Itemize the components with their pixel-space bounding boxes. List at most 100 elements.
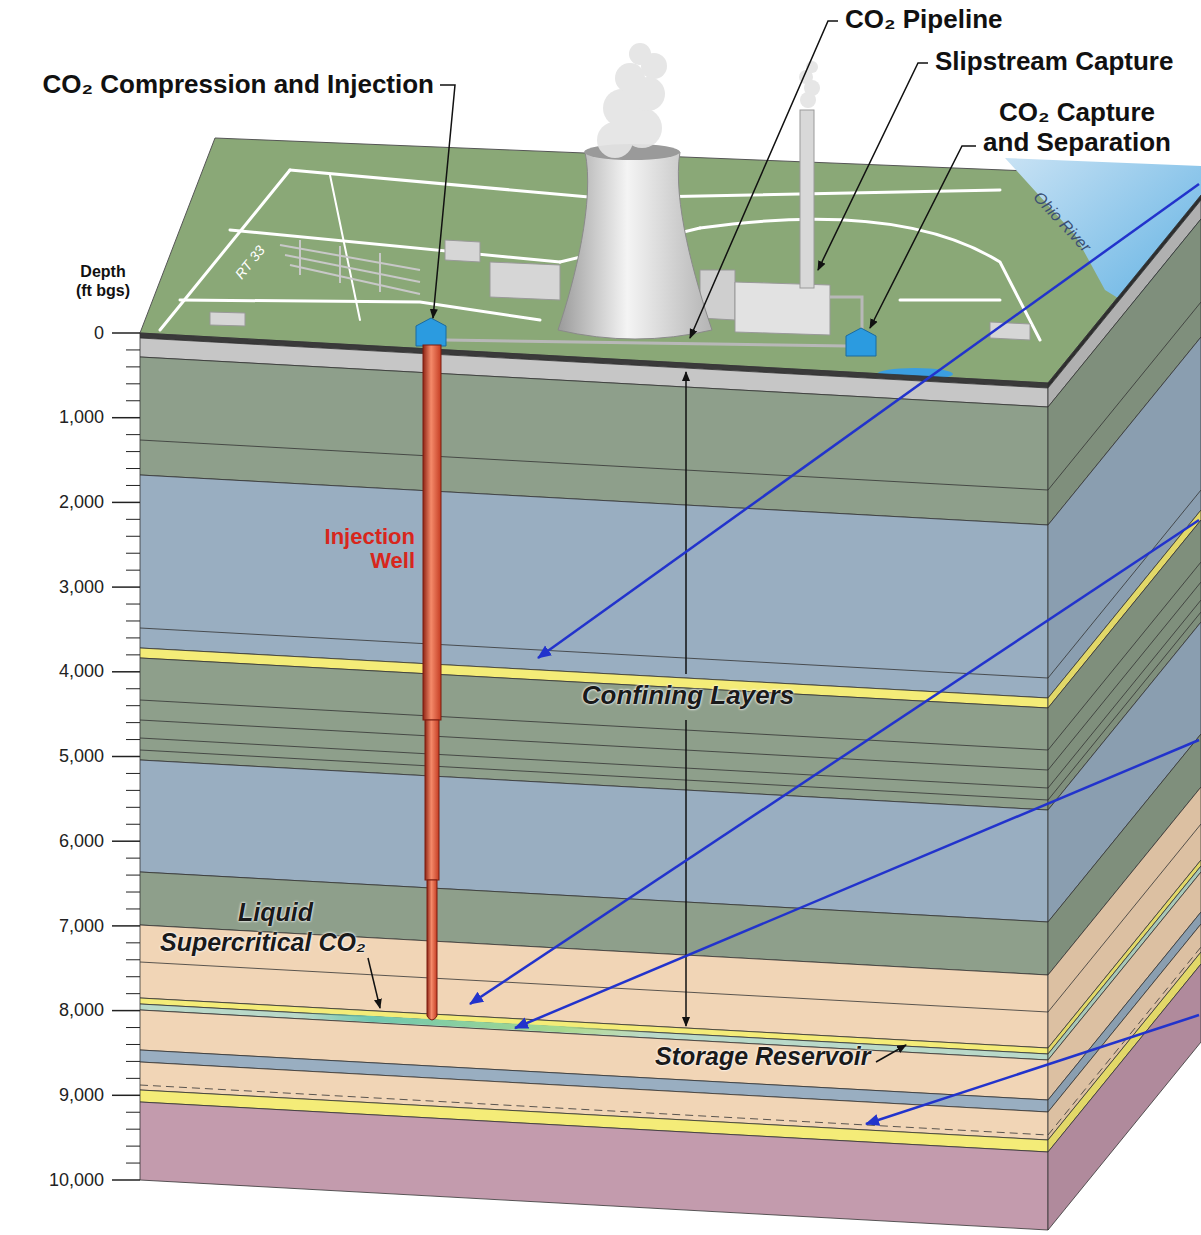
depth-minor-tick (126, 434, 140, 435)
leader-line (690, 21, 838, 338)
depth-tick-label: 0 (94, 323, 104, 344)
rock-layer-front (140, 333, 1048, 1230)
depth-minor-ticks (126, 350, 140, 1163)
rock-layer-side (1048, 582, 1201, 770)
depth-tick-label: 4,000 (59, 661, 104, 682)
layer-boundary (140, 440, 1048, 1135)
rock-layer-side (1048, 600, 1201, 788)
switchyard (339, 246, 341, 283)
road-name: RT 33 (232, 242, 268, 282)
callout-label: CO₂ Pipeline (845, 5, 1002, 35)
depth-minor-tick (126, 1044, 140, 1045)
co2-plume (300, 1012, 650, 1037)
depth-minor-tick (126, 790, 140, 791)
depth-tick-label: 7,000 (59, 916, 104, 937)
switchyard (290, 265, 420, 294)
depth-minor-tick (126, 824, 140, 825)
depth-axis (112, 1179, 140, 1181)
rock-layer-side (1048, 947, 1201, 1135)
depth-minor-tick (126, 807, 140, 808)
depth-minor-tick (126, 1078, 140, 1079)
layer-boundary (140, 738, 1048, 788)
depth-minor-tick (126, 1027, 140, 1028)
depth-minor-tick (126, 400, 140, 401)
depth-span-arrow (685, 372, 687, 674)
road (160, 170, 290, 330)
leader-line (818, 63, 928, 270)
road (900, 299, 1000, 302)
depth-tick-label: 2,000 (59, 492, 104, 513)
layer-boundary (140, 750, 1048, 800)
depth-minor-tick (126, 536, 140, 537)
callout-label: Slipstream Capture (935, 47, 1173, 77)
depth-minor-tick (126, 739, 140, 740)
layer-label: Storage Reservoir (655, 1042, 870, 1071)
depth-tick-label: 10,000 (49, 1170, 104, 1191)
layer-boundary (140, 440, 1048, 490)
depth-tick-label: 5,000 (59, 746, 104, 767)
power-plant (210, 312, 245, 326)
layer-label: Confining Layers (582, 681, 794, 711)
rock-layer-side (1048, 964, 1201, 1230)
depth-minor-tick (126, 383, 140, 384)
depth-minor-tick (126, 604, 140, 605)
axis-title: Depth (ft bgs) (73, 262, 133, 300)
depth-axis (112, 332, 140, 334)
switchyard (280, 240, 420, 294)
depth-minor-tick (126, 705, 140, 706)
depth-minor-tick (126, 875, 140, 876)
injection-well (423, 345, 441, 720)
depth-span-arrow (685, 720, 687, 1026)
depth-axis (112, 417, 140, 419)
depth-axis (112, 671, 140, 673)
layer-label: Supercritical CO₂ (160, 928, 365, 957)
callout-label: CO₂ Compression and Injection (43, 70, 435, 100)
depth-minor-tick (126, 553, 140, 554)
depth-minor-tick (126, 959, 140, 960)
road (330, 175, 360, 320)
rock-layer-side (1048, 302, 1201, 490)
depth-axis (112, 333, 140, 1180)
steam-plume (629, 43, 651, 65)
power-plant (800, 110, 814, 288)
depth-minor-tick (126, 468, 140, 469)
river-name: Ohio River (1029, 188, 1094, 256)
rock-layer-side (1048, 562, 1201, 750)
depth-minor-tick (126, 722, 140, 723)
leader-line (368, 21, 976, 1062)
power-plant (558, 152, 712, 339)
injection-well (427, 880, 437, 1020)
depth-minor-tick (126, 1061, 140, 1062)
pointer-arrow (515, 740, 1199, 1028)
depth-minor-tick (126, 1163, 140, 1164)
pointer-arrow (470, 520, 1199, 1004)
power-plant (735, 282, 830, 335)
layer-boundary (140, 720, 1048, 770)
depth-minor-tick (126, 620, 140, 621)
depth-tick-label: 9,000 (59, 1085, 104, 1106)
callout-label: CO₂ Capture and Separation (977, 98, 1177, 158)
depth-minor-tick (126, 773, 140, 774)
depth-minor-tick (126, 942, 140, 943)
rock-layer-side (1048, 490, 1201, 678)
power-plant (490, 262, 560, 300)
steam-plume (597, 43, 820, 158)
depth-minor-tick (126, 366, 140, 367)
facility-building (846, 328, 876, 356)
co2-pipeline (445, 297, 862, 346)
depth-tick-label: 6,000 (59, 831, 104, 852)
depth-minor-tick (126, 1112, 140, 1113)
rock-layer-front (140, 1102, 1048, 1230)
depth-minor-tick (126, 976, 140, 977)
depth-minor-tick (126, 519, 140, 520)
layer-boundary (140, 628, 1048, 678)
depth-minor-tick (126, 1129, 140, 1130)
switchyard (299, 240, 301, 275)
depth-minor-tick (126, 451, 140, 452)
injection-well (425, 720, 439, 880)
depth-axis (112, 756, 140, 758)
depth-minor-tick (126, 993, 140, 994)
pointer-arrow (470, 184, 1199, 1124)
depth-minor-tick (126, 349, 140, 350)
